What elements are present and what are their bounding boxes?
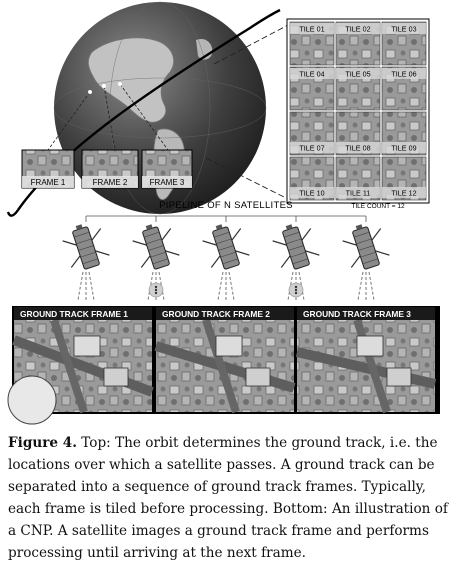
tile-label: TILE 01 xyxy=(299,25,324,34)
imaging-beam xyxy=(217,271,235,301)
tile-label: TILE 07 xyxy=(299,144,324,153)
figure-caption: Figure 4. Top: The orbit determines the … xyxy=(8,432,448,564)
tile: TILE 10 xyxy=(289,156,335,201)
tile-label: TILE 03 xyxy=(391,25,416,34)
globe-frame-label: FRAME 2 xyxy=(93,178,128,187)
globe-frame-label: FRAME 1 xyxy=(31,178,66,187)
tile: TILE 12 xyxy=(381,156,427,201)
ground-track-frame: GROUND TRACK FRAME 3 xyxy=(295,307,437,414)
tile-label: TILE 08 xyxy=(345,144,370,153)
tile-count-label: TILE COUNT = 12 xyxy=(351,203,405,210)
tile: TILE 03 xyxy=(381,21,427,66)
pipeline-label: PIPELINE OF N SATELLITES xyxy=(159,200,293,211)
pipeline-bracket xyxy=(85,215,367,222)
tile: TILE 04 xyxy=(289,66,335,111)
globe-frame-2: FRAME 2 xyxy=(81,149,139,189)
tile: TILE 06 xyxy=(381,66,427,111)
ground-track-frame-label: GROUND TRACK FRAME 1 xyxy=(20,309,128,319)
tile-grid: TILE 01 TILE 02 TILE 03 TILE 04 TILE 05 TILE … xyxy=(286,18,430,204)
frame-leader-lines xyxy=(47,83,169,151)
tile-label: TILE 02 xyxy=(345,25,370,34)
tile-projection-lines xyxy=(205,23,291,201)
tile: TILE 05 xyxy=(335,66,381,111)
figure-label: Figure 4. xyxy=(8,435,77,451)
ground-track-frame-label: GROUND TRACK FRAME 3 xyxy=(303,309,411,319)
tile-label: TILE 05 xyxy=(345,70,370,79)
tile: TILE 08 xyxy=(335,111,381,156)
tile: TILE 09 xyxy=(381,111,427,156)
ground-track-frames: GROUND TRACK FRAME 1 GROUND TRACK FRAME 2… xyxy=(7,307,437,425)
tile-label: TILE 04 xyxy=(299,70,324,79)
tile-label: TILE 12 xyxy=(391,189,416,198)
imaging-beam xyxy=(77,271,95,301)
satellite-icon xyxy=(62,224,110,270)
globe-frame-3: FRAME 3 xyxy=(141,149,193,189)
caption-text: Top: The orbit determines the ground tra… xyxy=(8,435,448,561)
tile-label: TILE 09 xyxy=(391,144,416,153)
tile: TILE 11 xyxy=(335,156,381,201)
tile-label: TILE 06 xyxy=(391,70,416,79)
track-points xyxy=(88,82,122,94)
imaging-beam xyxy=(357,271,375,301)
tile-label: TILE 10 xyxy=(299,189,324,198)
satellite-icon xyxy=(272,224,320,270)
processing-indicator xyxy=(148,282,164,298)
ground-track-frame: GROUND TRACK FRAME 2 xyxy=(154,307,296,414)
tile: TILE 02 xyxy=(335,21,381,66)
satellite-icon xyxy=(202,224,250,270)
processing-indicator xyxy=(288,282,304,298)
satellite-icon xyxy=(342,224,390,270)
tile: TILE 07 xyxy=(289,111,335,156)
globe-frame-label: FRAME 3 xyxy=(150,178,185,187)
tile-label: TILE 11 xyxy=(346,189,371,198)
satellite-icon xyxy=(132,224,180,270)
ground-track-frame: GROUND TRACK FRAME 1 xyxy=(7,307,154,425)
satellite-pipeline xyxy=(62,224,390,301)
tile: TILE 01 xyxy=(289,21,335,66)
globe-frame-1: FRAME 1 xyxy=(21,149,75,189)
ground-track-frame-label: GROUND TRACK FRAME 2 xyxy=(162,309,270,319)
